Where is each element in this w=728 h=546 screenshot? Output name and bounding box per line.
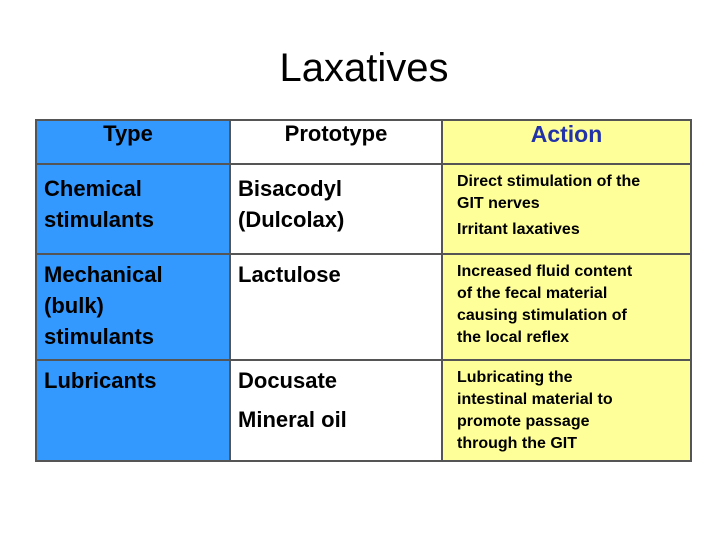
prototype-line: Mineral oil	[238, 407, 347, 432]
action-line: the local reflex	[457, 329, 570, 346]
table-row: Chemical stimulants Bisacodyl (Dulcolax)…	[35, 163, 692, 255]
type-text: Lubricants	[38, 362, 228, 396]
prototype-text: Lactulose	[232, 256, 440, 290]
prototype-line: Bisacodyl	[238, 176, 342, 201]
action-text: Lubricating the intestinal material to p…	[444, 362, 689, 455]
prototype-line: Lactulose	[238, 262, 341, 287]
page-title: Laxatives	[279, 46, 449, 90]
action-line: Direct stimulation of the	[457, 173, 641, 190]
action-line: of the fecal material	[457, 285, 608, 302]
type-line: (bulk)	[44, 293, 104, 318]
action-cell: Lubricating the intestinal material to p…	[441, 359, 692, 462]
prototype-line: (Dulcolax)	[238, 207, 345, 232]
header-prototype: Prototype	[229, 119, 443, 165]
action-line: Irritant laxatives	[457, 221, 580, 238]
action-text: Increased fluid content of the fecal mat…	[444, 256, 689, 349]
action-cell: Increased fluid content of the fecal mat…	[441, 253, 692, 361]
type-line: stimulants	[44, 207, 155, 232]
action-text: Direct stimulation of the GIT nerves Irr…	[444, 166, 689, 241]
action-line: promote passage	[457, 413, 590, 430]
type-line: Lubricants	[44, 368, 157, 393]
prototype-text: Docusate Mineral oil	[232, 362, 440, 435]
type-text: Chemical stimulants	[38, 166, 228, 235]
table-header-row: Type Prototype Action	[35, 119, 692, 165]
prototype-cell: Docusate Mineral oil	[229, 359, 443, 462]
prototype-cell: Lactulose	[229, 253, 443, 361]
laxatives-table: Type Prototype Action Chemical stimulant…	[35, 119, 692, 462]
action-line: Lubricating the	[457, 369, 573, 386]
action-line: Increased fluid content	[457, 263, 633, 280]
action-line: GIT nerves	[457, 195, 540, 212]
action-line: causing stimulation of	[457, 307, 627, 324]
type-cell: Mechanical (bulk) stimulants	[35, 253, 231, 361]
type-line: Mechanical	[44, 262, 163, 287]
prototype-cell: Bisacodyl (Dulcolax)	[229, 163, 443, 255]
table-row: Lubricants Docusate Mineral oil Lubricat…	[35, 359, 692, 462]
prototype-text: Bisacodyl (Dulcolax)	[232, 166, 440, 235]
table-row: Mechanical (bulk) stimulants Lactulose I…	[35, 253, 692, 361]
type-line: stimulants	[44, 324, 155, 349]
type-text: Mechanical (bulk) stimulants	[38, 256, 228, 352]
type-cell: Lubricants	[35, 359, 231, 462]
header-action: Action	[441, 119, 692, 165]
type-line: Chemical	[44, 176, 142, 201]
prototype-line: Docusate	[238, 368, 338, 393]
action-line: intestinal material to	[457, 391, 613, 408]
action-cell: Direct stimulation of the GIT nerves Irr…	[441, 163, 692, 255]
header-type: Type	[35, 119, 231, 165]
action-line: through the GIT	[457, 435, 577, 452]
type-cell: Chemical stimulants	[35, 163, 231, 255]
